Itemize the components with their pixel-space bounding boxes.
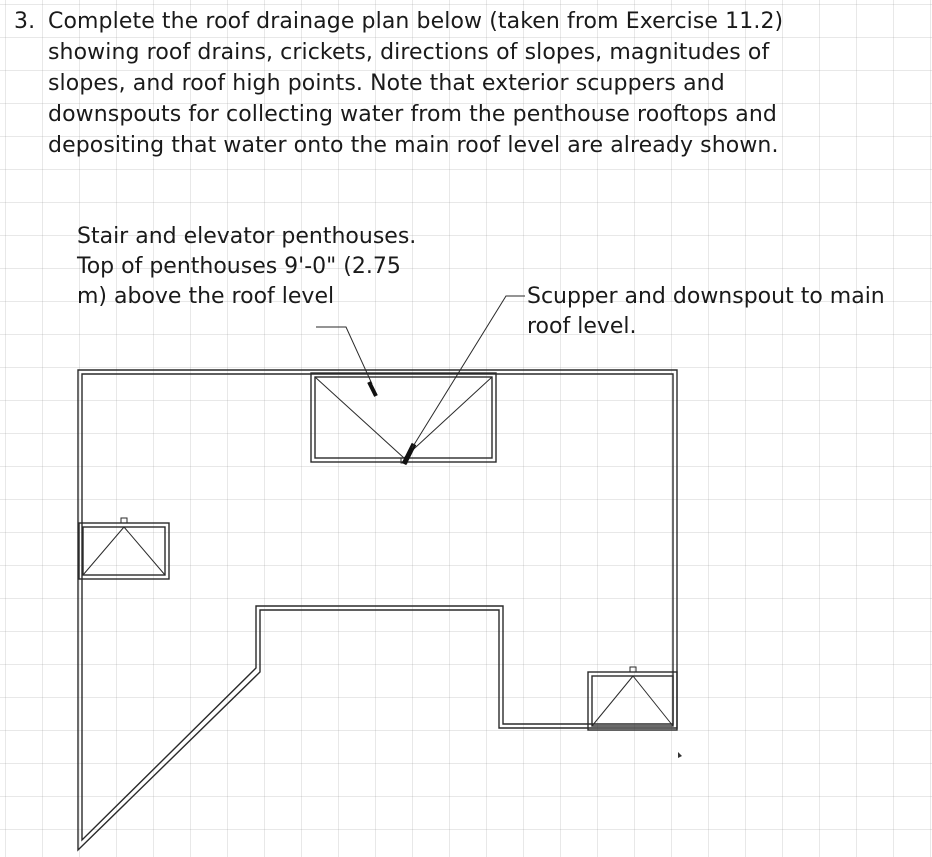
question-text: 3. Complete the roof drainage plan below…	[14, 6, 814, 161]
question-body: Complete the roof drainage plan below (t…	[48, 9, 784, 158]
penthouse-leader	[316, 326, 373, 385]
scupper-callout-label: Scupper and downspout to main roof level…	[527, 284, 885, 339]
penthouse-left	[78, 522, 170, 580]
stray-mark	[678, 752, 682, 758]
leader-arrowhead-penthouse	[367, 381, 378, 397]
penthouse-callout-label: Stair and elevator penthouses. Top of pe…	[77, 224, 417, 309]
main-roof-outline	[77, 369, 678, 852]
penthouse-top	[310, 372, 497, 463]
scupper-leader	[411, 295, 525, 449]
scupper-mark-left	[120, 517, 128, 524]
penthouse-right	[587, 671, 678, 731]
question-number: 3.	[14, 9, 36, 34]
scupper-mark-right	[629, 666, 637, 673]
